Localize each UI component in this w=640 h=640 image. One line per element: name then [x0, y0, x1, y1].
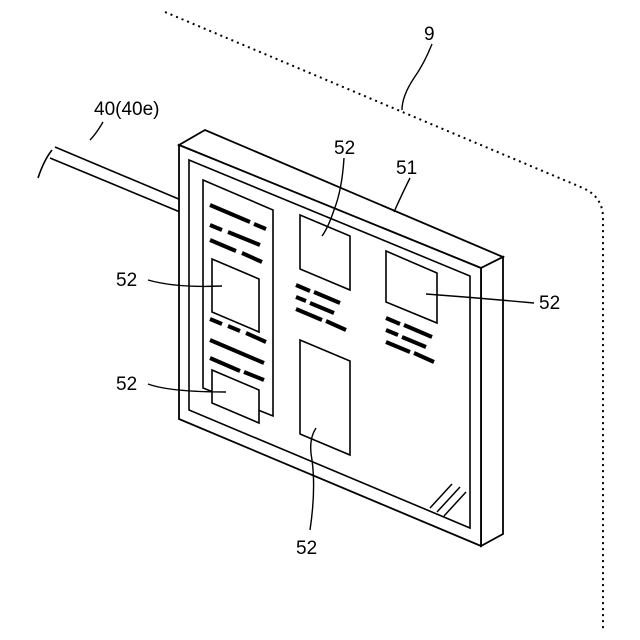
label-element-right: 52 [539, 293, 560, 314]
label-element-top-center: 52 [334, 138, 355, 159]
label-element-bottom-center: 52 [296, 538, 317, 559]
cable [38, 147, 181, 212]
element-bottom-center [300, 340, 350, 455]
label-enclosure: 9 [424, 24, 435, 45]
label-element-left-upper: 52 [116, 270, 137, 291]
label-cable: 40(40e) [94, 99, 160, 120]
display-panel [179, 130, 503, 546]
label-display: 51 [396, 158, 417, 179]
label-element-left-lower: 52 [116, 374, 137, 395]
